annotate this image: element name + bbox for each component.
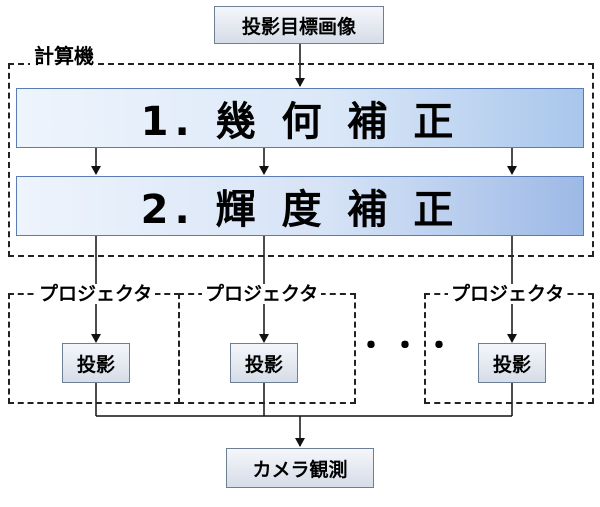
projector-label-2: プロジェクタ (202, 285, 322, 304)
projection-box-3: 投影 (478, 343, 546, 383)
more-projectors-ellipsis: ・・・ (356, 329, 458, 364)
camera-observation-box: カメラ観測 (226, 448, 374, 488)
computer-label: 計算機 (30, 46, 98, 66)
projector-label-1: プロジェクタ (36, 285, 156, 304)
geometric-correction-box: 1. 幾 何 補 正 (16, 88, 584, 148)
computer-group (8, 63, 594, 257)
input-image-box: 投影目標画像 (214, 6, 384, 44)
projection-box-2: 投影 (230, 343, 298, 383)
projection-box-1: 投影 (62, 343, 130, 383)
projector-label-3: プロジェクタ (448, 285, 568, 304)
brightness-correction-box: 2. 輝 度 補 正 (16, 176, 584, 236)
